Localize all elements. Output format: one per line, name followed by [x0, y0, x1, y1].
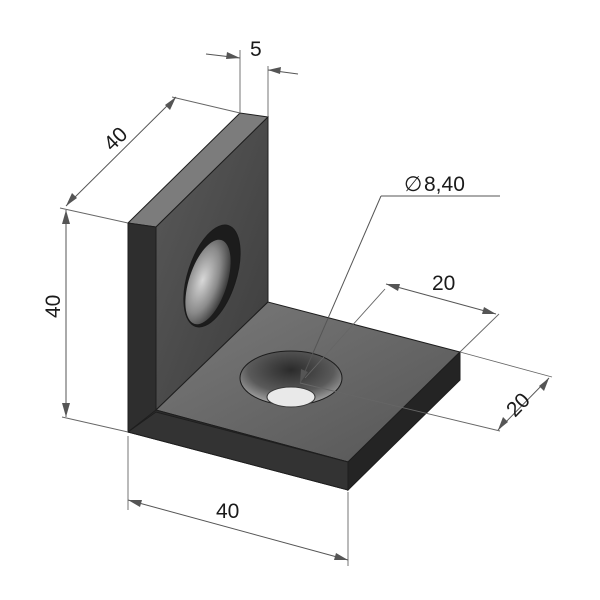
dim-hole-diameter-text: 8,40: [424, 173, 465, 196]
bracket-model: [126, 112, 461, 492]
upright-edge-face: [127, 222, 157, 436]
dim-thickness: 5: [205, 38, 299, 117]
dim-hole-offset-x: 20: [304, 272, 500, 379]
base-right-face: [347, 350, 461, 492]
dim-hole-diameter: ∅ 8,40: [299, 173, 500, 384]
dim-upright-height-text: 40: [42, 295, 65, 318]
upright-hole: [183, 224, 241, 328]
dim-upright-depth-text: 40: [99, 123, 132, 156]
dim-base-width-text: 40: [216, 500, 239, 523]
dim-upright-height: 40: [42, 210, 129, 433]
dim-thickness-text: 5: [250, 38, 262, 61]
dim-hole-offset-x-text: 20: [432, 272, 455, 295]
countersink-through-hole: [266, 386, 316, 408]
dimensions: 5 40 40 40: [42, 38, 553, 566]
dim-hole-offset-y-text: 20: [502, 389, 535, 422]
diameter-symbol: ∅: [404, 173, 422, 196]
base-hole: [239, 350, 343, 408]
dim-base-width: 40: [127, 436, 349, 566]
upright-hole-bore: [185, 239, 231, 325]
